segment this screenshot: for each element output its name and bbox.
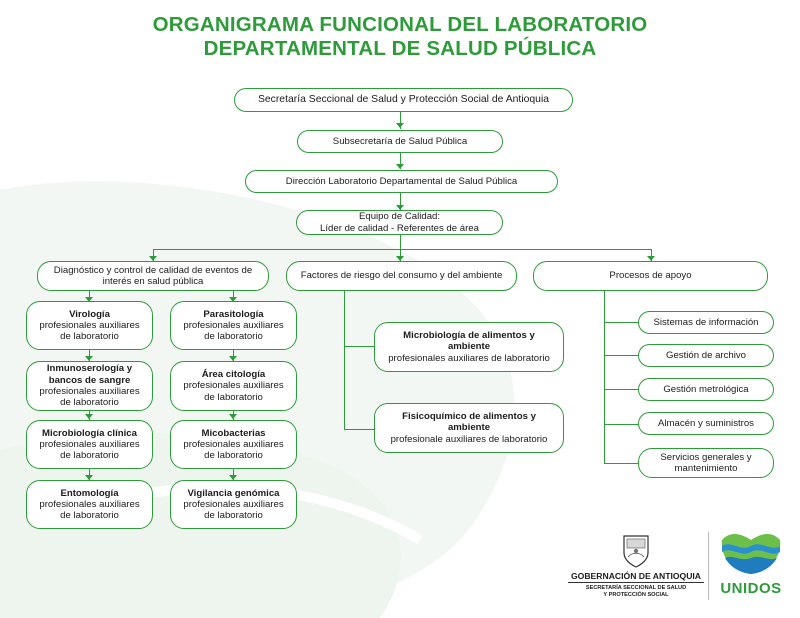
unit-microbiologia-clinica: Microbiología clínica profesionales auxi… bbox=[26, 420, 153, 469]
unidos-logo-icon bbox=[721, 534, 781, 574]
antioquia-coat-of-arms-icon bbox=[623, 535, 649, 568]
unidos-wordmark: UNIDOS bbox=[720, 580, 782, 597]
node-secretaria: Secretaría Seccional de Salud y Protecci… bbox=[234, 88, 573, 112]
unit-fisicoquimico-alimentos: Fisicoquímico de alimentos y ambiente pr… bbox=[374, 403, 564, 453]
node-subsecretaria: Subsecretaría de Salud Pública bbox=[297, 130, 503, 153]
unit-vigilancia-genomica: Vigilancia genómica profesionales auxili… bbox=[170, 480, 297, 529]
logo-divider bbox=[708, 532, 709, 600]
unit-virologia: Virología profesionales auxiliares de la… bbox=[26, 301, 153, 350]
unit-microbiologia-alimentos: Microbiología de alimentos y ambiente pr… bbox=[374, 322, 564, 372]
unit-sistemas-informacion: Sistemas de información bbox=[638, 311, 774, 334]
node-diagnostico: Diagnóstico y control de calidad de even… bbox=[37, 261, 269, 291]
node-equipo-calidad: Equipo de Calidad: Líder de calidad - Re… bbox=[296, 210, 503, 235]
chart-title-line2: DEPARTAMENTAL DE SALUD PÚBLICA bbox=[203, 37, 597, 60]
unit-inmunoserologia: Inmunoserología y bancos de sangre profe… bbox=[26, 361, 153, 411]
chart-title-line1: ORGANIGRAMA FUNCIONAL DEL LABORATORIO bbox=[152, 13, 648, 36]
unit-parasitologia: Parasitología profesionales auxiliares d… bbox=[170, 301, 297, 350]
unit-entomologia: Entomología profesionales auxiliares de … bbox=[26, 480, 153, 529]
node-direccion: Dirección Laboratorio Departamental de S… bbox=[245, 170, 558, 193]
unit-gestion-archivo: Gestión de archivo bbox=[638, 344, 774, 367]
node-procesos: Procesos de apoyo bbox=[533, 261, 768, 291]
unit-servicios-mantenimiento: Servicios generales y mantenimiento bbox=[638, 448, 774, 478]
unit-almacen-suministros: Almacén y suministros bbox=[638, 412, 774, 435]
gob-antioquia-sub2: Y PROTECCIÓN SOCIAL bbox=[603, 592, 669, 598]
unit-area-citologia: Área citología profesionales auxiliares … bbox=[170, 361, 297, 411]
gob-antioquia-name: GOBERNACIÓN DE ANTIOQUIA bbox=[568, 571, 704, 583]
unit-micobacterias: Micobacterias profesionales auxiliares d… bbox=[170, 420, 297, 469]
unit-gestion-metrologica: Gestión metrológica bbox=[638, 378, 774, 401]
node-factores: Factores de riesgo del consumo y del amb… bbox=[286, 261, 517, 291]
gob-antioquia-sub1: SECRETARÍA SECCIONAL DE SALUD bbox=[585, 585, 687, 591]
